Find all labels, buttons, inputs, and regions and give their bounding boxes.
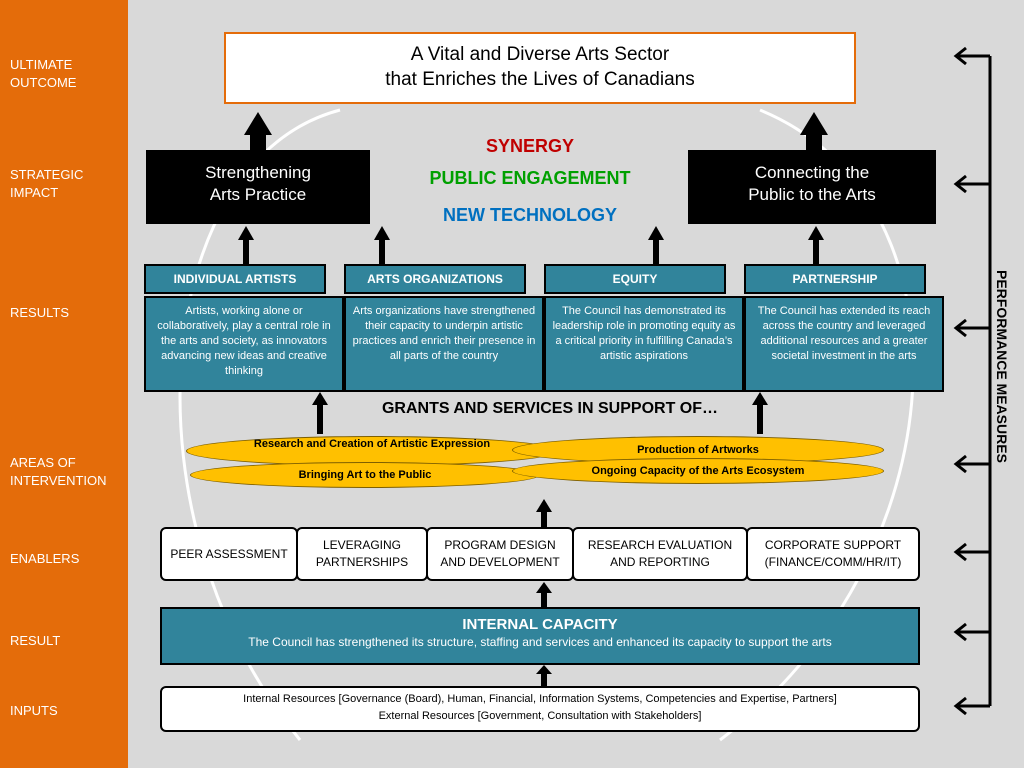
label-results: RESULTS: [10, 305, 69, 320]
label-areas-of-intervention: AREAS OF INTERVENTION: [10, 455, 107, 488]
enabler-corporate-support: CORPORATE SUPPORT (FINANCE/COMM/HR/IT): [746, 527, 920, 581]
enablers-row: PEER ASSESSMENT LEVERAGING PARTNERSHIPS …: [160, 527, 920, 581]
internal-capacity-text: The Council has strengthened its structu…: [248, 635, 832, 649]
label-result: RESULT: [10, 633, 61, 648]
theme-public-engagement: PUBLIC ENGAGEMENT: [429, 168, 631, 188]
enabler-leveraging-partnerships: LEVERAGING PARTNERSHIPS: [296, 527, 428, 581]
arrow-up-capacity: [536, 582, 552, 593]
arrow-up-r3: [648, 226, 664, 240]
label-ultimate-outcome: ULTIMATE OUTCOME: [10, 57, 77, 90]
performance-measures: PERFORMANCE MEASURES: [988, 270, 1022, 510]
enabler-program-design: PROGRAM DESIGN AND DEVELOPMENT: [426, 527, 574, 581]
arrow-up-r1: [238, 226, 254, 240]
result-title-partnership: PARTNERSHIP: [744, 264, 926, 294]
arrow-up-r2: [374, 226, 390, 240]
label-inputs: INPUTS: [10, 703, 58, 718]
inputs-external: External Resources [Government, Consulta…: [378, 710, 702, 722]
result-text-equity: The Council has demonstrated its leaders…: [544, 296, 744, 392]
level-sidebar: ULTIMATE OUTCOME STRATEGIC IMPACT RESULT…: [0, 0, 128, 768]
arrow-up-inputs: [536, 665, 552, 674]
area-ongoing-capacity: Ongoing Capacity of the Arts Ecosystem: [512, 458, 884, 484]
theme-new-technology: NEW TECHNOLOGY: [443, 205, 617, 225]
arrow-up-enablers: [536, 499, 552, 512]
result-text-individual-artists: Artists, working alone or collaborativel…: [144, 296, 344, 392]
result-title-equity: EQUITY: [544, 264, 726, 294]
result-text-partnership: The Council has extended its reach acros…: [744, 296, 944, 392]
result-title-individual-artists: INDIVIDUAL ARTISTS: [144, 264, 326, 294]
internal-capacity-box: INTERNAL CAPACITY The Council has streng…: [160, 607, 920, 665]
arrow-up-r4: [808, 226, 824, 240]
grants-heading: GRANTS AND SERVICES IN SUPPORT OF…: [381, 400, 719, 417]
arrow-up-right: [800, 112, 828, 135]
label-strategic-impact: STRATEGIC IMPACT: [10, 167, 84, 200]
enabler-peer-assessment: PEER ASSESSMENT: [160, 527, 298, 581]
strategic-impact-left: Strengthening Arts Practice: [146, 150, 370, 224]
result-title-arts-organizations: ARTS ORGANIZATIONS: [344, 264, 526, 294]
arrow-up-left: [244, 112, 272, 135]
performance-arrows: [953, 46, 990, 716]
label-enablers: ENABLERS: [10, 551, 80, 566]
result-text-arts-organizations: Arts organizations have strengthened the…: [344, 296, 544, 392]
performance-measures-label: PERFORMANCE MEASURES: [994, 270, 1010, 463]
area-bringing-art: Bringing Art to the Public: [190, 462, 540, 488]
internal-capacity-title: INTERNAL CAPACITY: [462, 616, 618, 633]
inputs-internal: Internal Resources [Governance (Board), …: [243, 693, 837, 705]
inputs-box: Internal Resources [Governance (Board), …: [160, 686, 920, 732]
theme-synergy: SYNERGY: [485, 136, 575, 156]
strategic-impact-right: Connecting the Public to the Arts: [688, 150, 936, 224]
ultimate-outcome-box: A Vital and Diverse Arts Sector that Enr…: [224, 32, 856, 104]
enabler-research-evaluation: RESEARCH EVALUATION AND REPORTING: [572, 527, 748, 581]
